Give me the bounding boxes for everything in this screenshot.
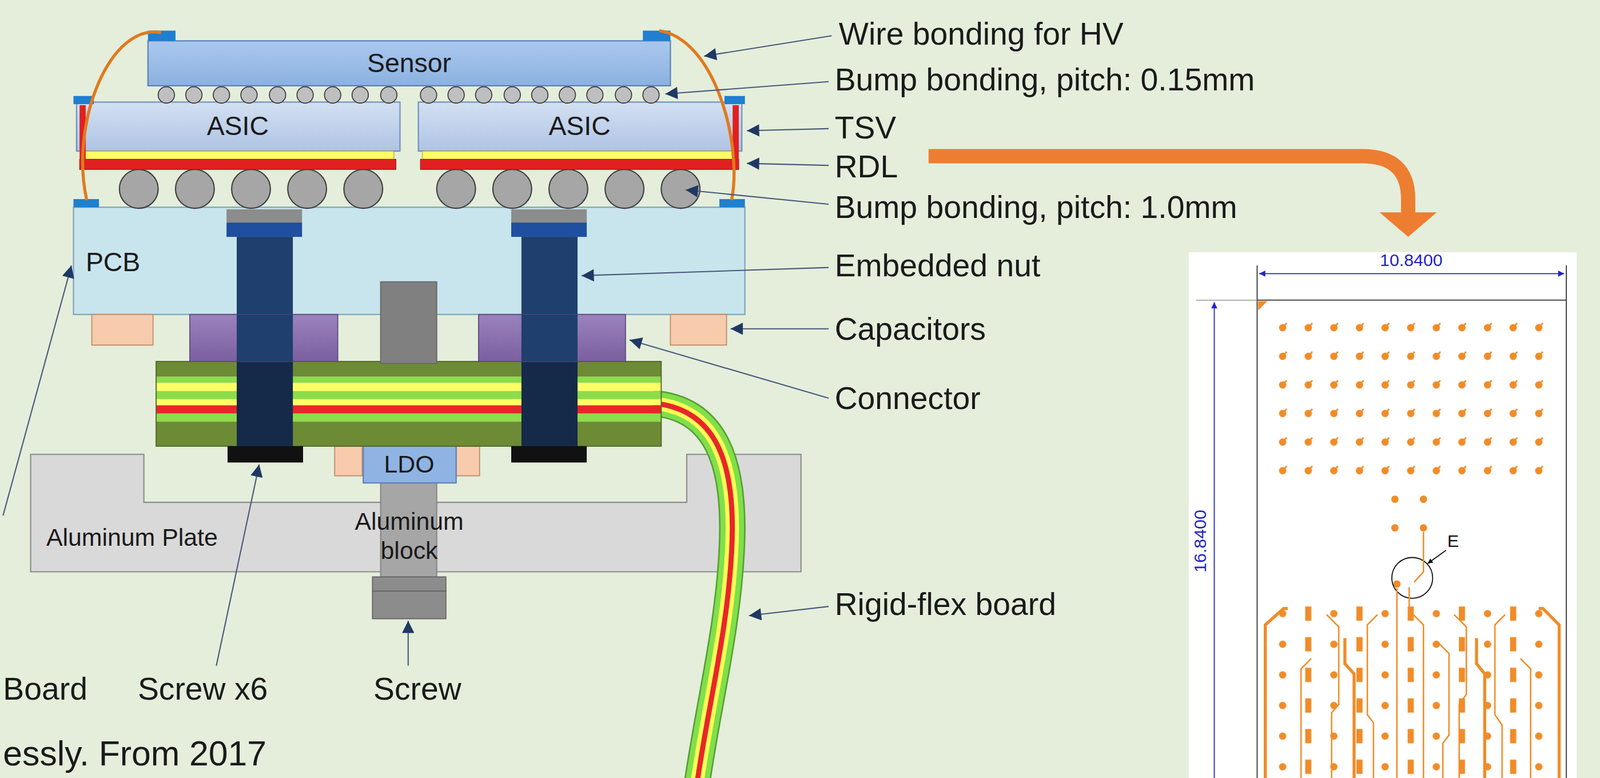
- callout-label: Embedded nut: [834, 246, 1041, 285]
- callout-label: Screw: [373, 669, 462, 708]
- callout-label: Bump bonding, pitch: 1.0mm: [834, 188, 1238, 226]
- callout-label: Capacitors: [834, 309, 986, 348]
- part-label: Aluminum block: [341, 506, 477, 565]
- dimension-label: 10.8400: [1379, 249, 1443, 271]
- part-label: ASIC: [548, 110, 611, 143]
- part-label: LDO: [384, 449, 435, 479]
- callout-label: Board: [2, 669, 88, 708]
- dimension-label: E: [1447, 530, 1459, 552]
- callout-label: Rigid-flex board: [834, 584, 1057, 623]
- callout-label: essly. From 2017: [2, 732, 267, 775]
- callout-label: Connector: [834, 379, 981, 417]
- part-box: Aluminum block: [380, 481, 437, 577]
- callout-label: RDL: [834, 147, 899, 186]
- dimension-label: 16.8400: [1189, 509, 1211, 573]
- part-label: PCB: [85, 246, 141, 279]
- callout-label: TSV: [834, 108, 897, 147]
- part-label: Sensor: [367, 47, 452, 80]
- part-label: Aluminum Plate: [42, 523, 222, 553]
- part-box: ASIC: [418, 101, 743, 151]
- part-box: ASIC: [76, 101, 401, 151]
- part-box: PCB: [73, 207, 745, 314]
- part-box: Aluminum Plate Aluminum block: [30, 454, 802, 572]
- callout-label: Bump bonding, pitch: 0.15mm: [834, 60, 1256, 99]
- part-label: ASIC: [207, 110, 269, 143]
- part-box: LDO: [363, 446, 456, 483]
- callout-label: Screw x6: [137, 669, 268, 708]
- part-box: Sensor: [148, 40, 671, 86]
- callout-label: Wire bonding for HV: [838, 14, 1124, 53]
